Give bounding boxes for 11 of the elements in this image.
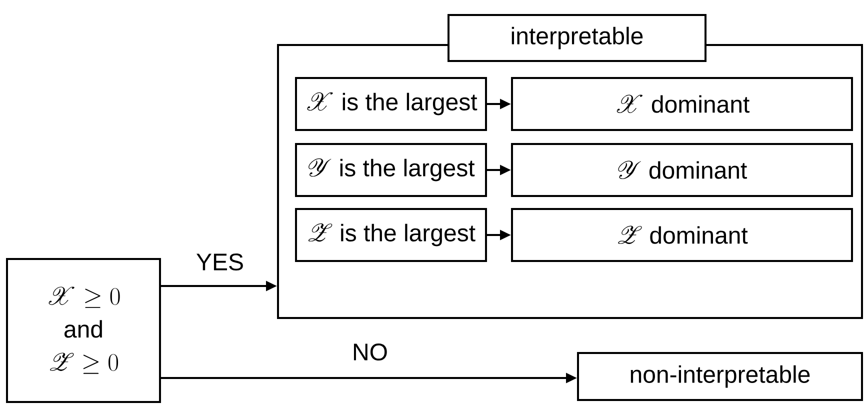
process-box: $\mathscr{X}\text{ dominant}$ <box>511 77 853 131</box>
condition-box: $\mathscr{X} \geq 0$ and $\mathscr{Z} \geq 0$ <box>6 258 161 403</box>
edge-label: NO <box>351 342 389 362</box>
edge-label: YES <box>195 252 246 272</box>
process-box: $\mathscr{Y}\text{ dominant}$ <box>511 143 853 197</box>
heading-tab: interpretable <box>448 14 706 62</box>
process-box: $\mathscr{Z}\text{ is the largest}$ <box>295 208 487 262</box>
result-box: non-interpretable <box>577 352 863 401</box>
process-box: $\mathscr{X}\text{ is the largest}$ <box>295 77 487 131</box>
process-box: $\mathscr{Y}\text{ is the largest}$ <box>295 143 487 197</box>
process-box: $\mathscr{Z}\text{ dominant}$ <box>511 208 853 262</box>
